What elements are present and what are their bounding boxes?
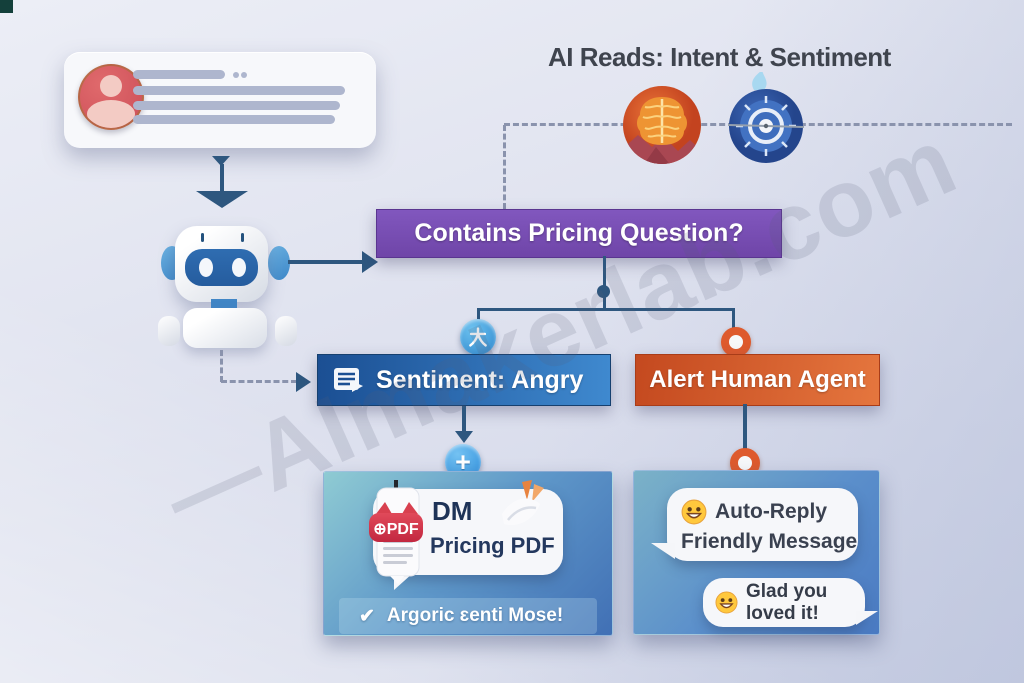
auto-reply-line1: Auto-Reply (715, 500, 827, 523)
robot-decision-connector (288, 260, 364, 264)
message-line-3 (133, 101, 340, 110)
branch-horizontal-line (477, 308, 735, 311)
avatar-head (100, 75, 122, 97)
auto-reply-bubble-tail (651, 543, 675, 559)
card-robot-connector (220, 164, 224, 193)
sentiment-node: Sentiment: Angry (317, 354, 611, 406)
dashed-arrow-right (296, 372, 311, 392)
decision-label: Contains Pricing Question? (414, 219, 744, 247)
auto-reply-line2: Friendly Message (681, 530, 858, 553)
dm-text-line2: Pricing PDF (430, 533, 555, 558)
avatar-body (87, 100, 135, 128)
smiley-emoji-icon (681, 499, 707, 525)
robot-eye-left (199, 258, 213, 277)
arrow-right (362, 251, 378, 273)
page-title: AI Reads: Intent & Sentiment (548, 42, 891, 72)
target-gauge-icon (724, 70, 808, 166)
arrow-down-sentiment (455, 431, 473, 443)
brain-icon (622, 85, 702, 165)
decision-branch-stem (603, 256, 606, 310)
incoming-message-card (64, 52, 376, 148)
plus-glyph: + (455, 446, 471, 477)
alert-node-ring (721, 327, 751, 357)
dm-text-line1: DM (432, 496, 473, 526)
dm-pricing-panel: ⊕PDF DM Pricing PDF ✔ Argoric ɛenti Mose… (323, 471, 613, 636)
pdf-document-icon: ⊕PDF (368, 480, 426, 584)
message-line-2 (133, 86, 345, 95)
robot-body (183, 308, 267, 348)
confirmation-bar: ✔ Argoric ɛenti Mose! (339, 598, 597, 634)
glad-text: Glad you loved it! (746, 580, 828, 624)
branch-junction-dot (597, 285, 610, 298)
alert-node: Alert Human Agent (635, 354, 880, 406)
ai-robot (155, 222, 300, 357)
person-glyph-icon (469, 327, 487, 347)
document-icon (332, 365, 364, 395)
intent-node-icon (460, 319, 496, 355)
message-line-1 (133, 70, 225, 79)
robot-ear-right (268, 246, 290, 280)
paper-plane-decoration (494, 480, 550, 538)
confirmation-text: Argoric ɛenti Mose! (386, 605, 564, 626)
glad-bubble: Glad you loved it! (703, 578, 865, 627)
message-dot-2 (241, 72, 247, 78)
smiley-emoji-icon (715, 591, 738, 614)
sentiment-label: Sentiment: Angry (376, 365, 584, 394)
message-dot-1 (233, 72, 239, 78)
robot-dashed-right (221, 380, 297, 383)
auto-reply-panel: Auto-Reply Friendly Message Glad you lov… (633, 470, 880, 635)
robot-antenna-left (201, 233, 204, 242)
alert-outcome-connector (743, 404, 747, 449)
robot-arm-left (158, 316, 180, 346)
branch-right-stub (732, 308, 735, 328)
message-line-4 (133, 115, 335, 124)
arrow-down-large (196, 191, 248, 208)
branch-left-stub (477, 308, 480, 323)
robot-arm-right (275, 316, 297, 346)
robot-eye-right (232, 258, 246, 277)
check-icon: ✔ (359, 605, 375, 627)
glad-bubble-tail (856, 611, 878, 625)
auto-reply-bubble: Auto-Reply Friendly Message (667, 488, 858, 561)
robot-visor (185, 249, 258, 286)
alert-label: Alert Human Agent (649, 366, 866, 393)
arrow-down-small (212, 156, 230, 166)
decision-dashed-line (503, 125, 506, 209)
sentiment-outcome-connector (462, 406, 466, 433)
robot-antenna-right (241, 233, 244, 242)
pdf-badge-label: ⊕PDF (373, 521, 419, 538)
corner-mark (0, 0, 13, 13)
decision-node: Contains Pricing Question? (376, 209, 782, 258)
robot-dashed-down (220, 350, 223, 382)
